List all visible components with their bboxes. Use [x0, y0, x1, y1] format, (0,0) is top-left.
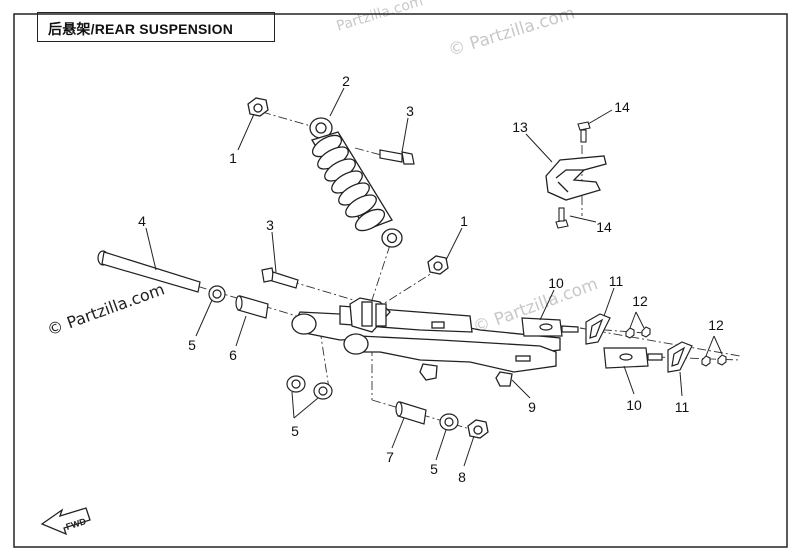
callout-9: 9 — [528, 399, 536, 415]
callout-4: 4 — [138, 213, 146, 229]
page-frame — [13, 13, 788, 548]
callout-5c: 5 — [430, 461, 438, 477]
callout-10b: 10 — [626, 397, 642, 413]
long-bolt — [97, 250, 201, 293]
callout-3b: 3 — [266, 217, 274, 233]
callout-1a: 1 — [229, 150, 237, 166]
chain-guide — [545, 155, 607, 201]
callout-13: 13 — [512, 119, 528, 135]
callout-12a: 12 — [632, 293, 648, 309]
bushings — [208, 285, 459, 431]
callout-leaders — [145, 87, 723, 467]
callout-14a: 14 — [614, 99, 630, 115]
callout-8: 8 — [458, 469, 466, 485]
chain-adjuster-bottom — [603, 347, 663, 369]
callout-5b: 5 — [291, 423, 299, 439]
adjuster-plate-top — [585, 313, 611, 345]
callout-7: 7 — [386, 449, 394, 465]
title-box: 后悬架/REAR SUSPENSION — [37, 12, 275, 42]
chain-adjuster-top — [521, 317, 579, 337]
callout-11a: 11 — [609, 273, 624, 289]
nut-right — [427, 255, 449, 275]
callout-14b: 14 — [596, 219, 612, 235]
callout-10a: 10 — [548, 275, 564, 291]
shock-absorber — [309, 117, 403, 248]
bolt-top — [379, 149, 415, 165]
callout-labels: 1 2 3 4 3 1 5 6 5 7 5 8 9 10 11 12 10 11… — [138, 73, 724, 485]
callout-3a: 3 — [406, 103, 414, 119]
callout-11b: 11 — [675, 399, 690, 415]
swing-arm — [291, 297, 561, 387]
nut-bottom — [467, 419, 489, 439]
nut-top — [247, 97, 269, 117]
callout-5a: 5 — [188, 337, 196, 353]
callout-6: 6 — [229, 347, 237, 363]
callout-2: 2 — [342, 73, 350, 89]
adjuster-nuts — [625, 326, 727, 367]
callout-12b: 12 — [708, 317, 724, 333]
fwd-arrow — [40, 507, 91, 536]
callout-1b: 1 — [460, 213, 468, 229]
guide-bolts — [555, 121, 591, 229]
bolt-middle — [261, 267, 299, 289]
adjuster-plate-bottom — [667, 341, 693, 373]
alignment-lines — [99, 111, 741, 433]
diagram-title: 后悬架/REAR SUSPENSION — [48, 21, 234, 37]
